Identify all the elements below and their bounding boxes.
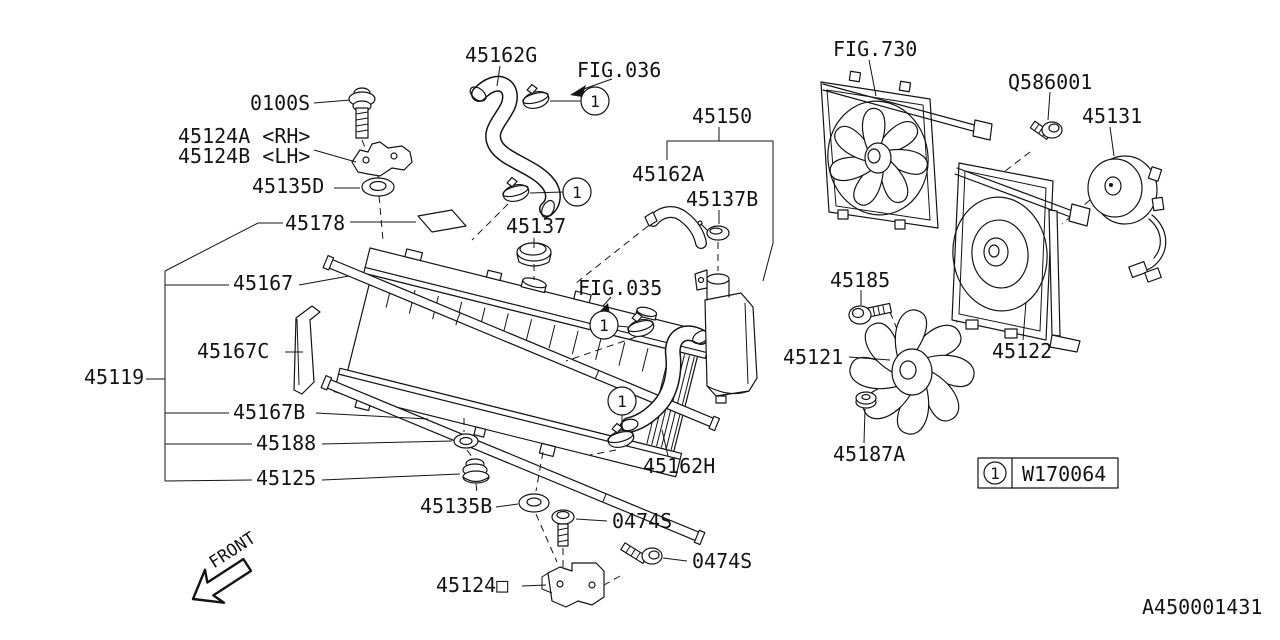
packing-45188: [453, 433, 479, 449]
part-label-45185: 45185: [830, 268, 890, 292]
front-arrow: FRONT: [191, 528, 260, 604]
part-label-45137B: 45137B: [686, 187, 758, 211]
nut-45187A: [855, 391, 877, 409]
hose-clamp-c: [627, 311, 655, 338]
leader-lines: [146, 59, 1115, 587]
fig-label-035: FIG.035: [578, 276, 662, 300]
bracket-45124AB: [351, 141, 413, 177]
part-label-45122: 45122: [992, 339, 1052, 363]
part-label-0100S: 0100S: [250, 91, 310, 115]
bolt-0474S-lower: [620, 542, 663, 565]
bolt-45185: [848, 302, 892, 325]
part-label-45125: 45125: [256, 466, 316, 490]
legend-code: W170064: [1022, 462, 1106, 486]
callout-symbol: 1: [590, 92, 600, 111]
upper-bracket-45167: [322, 255, 721, 432]
callout-symbol: 1: [572, 183, 582, 202]
part-label-45167: 45167: [233, 271, 293, 295]
part-label-45167C: 45167C: [197, 339, 269, 363]
fig036-arrow: [570, 78, 613, 97]
callout-1-hoseH: 1: [607, 386, 637, 416]
part-label-45162G: 45162G: [465, 43, 537, 67]
fan-assembly-fig730: [820, 70, 993, 230]
upper-hose-45162G: [469, 75, 561, 219]
part-label-45124: 45124□: [436, 573, 508, 597]
fig-label-036: FIG.036: [577, 58, 661, 82]
fan-blade-45121: [849, 309, 975, 435]
part-label-45124B: 45124B <LH>: [178, 144, 310, 168]
grommet-45135D: [361, 177, 395, 197]
part-label-45150: 45150: [692, 104, 752, 128]
radiator-cap-45137: [516, 242, 552, 267]
grommet-45135B: [518, 493, 550, 513]
label-plate-45178: [417, 209, 467, 233]
reservoir-tank-45150: [694, 269, 758, 404]
air-deflector-45167C: [293, 305, 321, 395]
part-label-45124A: 45124A <RH>: [178, 124, 310, 148]
legend-symbol: 1: [990, 464, 1000, 483]
fan-motor-45131: [1087, 155, 1167, 283]
hose-clamp-d: [607, 422, 635, 449]
bolt-Q586001: [1029, 120, 1063, 140]
part-label-45137: 45137: [506, 214, 566, 238]
callout-1-mid: 1: [562, 177, 592, 207]
fan-shroud-45122: [951, 162, 1091, 353]
legend-box: 1 W170064: [977, 457, 1119, 489]
part-label-45162A: 45162A: [632, 162, 704, 186]
bolt-0100S: [348, 87, 376, 139]
part-label-45178: 45178: [285, 211, 345, 235]
callout-symbol: 1: [617, 392, 627, 411]
part-labels: 0100S 45124A <RH> 45124B <LH> 45135D 451…: [84, 37, 1142, 597]
part-label-45135D: 45135D: [252, 174, 324, 198]
part-label-45188: 45188: [256, 431, 316, 455]
bolt-0474S-upper: [551, 509, 575, 547]
fig-label-730: FIG.730: [833, 37, 917, 61]
part-label-0474S-1: 0474S: [612, 509, 672, 533]
part-label-45187A: 45187A: [833, 442, 905, 466]
part-label-0474S-2: 0474S: [692, 549, 752, 573]
callout-1-fig035: 1: [589, 310, 619, 340]
hose-clamp-a: [522, 83, 550, 110]
part-label-45121: 45121: [783, 345, 843, 369]
drain-plug-45125: [462, 458, 490, 484]
callout-symbol: 1: [599, 316, 609, 335]
callout-1-top: 1: [580, 86, 610, 116]
hose-clamp-b: [502, 176, 530, 203]
part-label-45131: 45131: [1082, 104, 1142, 128]
part-label-45119: 45119: [84, 365, 144, 389]
bracket-45124-lower: [541, 562, 605, 608]
part-label-45167B: 45167B: [233, 400, 305, 424]
part-label-45162H: 45162H: [643, 454, 715, 478]
reservoir-cap-45137B: [697, 220, 730, 241]
reservoir-hose-45162A: [644, 206, 707, 249]
doc-number: A450001431: [1142, 595, 1262, 619]
fan-blades: [829, 107, 928, 206]
lower-bracket-45167B: [320, 375, 706, 546]
part-label-45135B: 45135B: [420, 494, 492, 518]
part-label-Q586001: Q586001: [1008, 70, 1092, 94]
